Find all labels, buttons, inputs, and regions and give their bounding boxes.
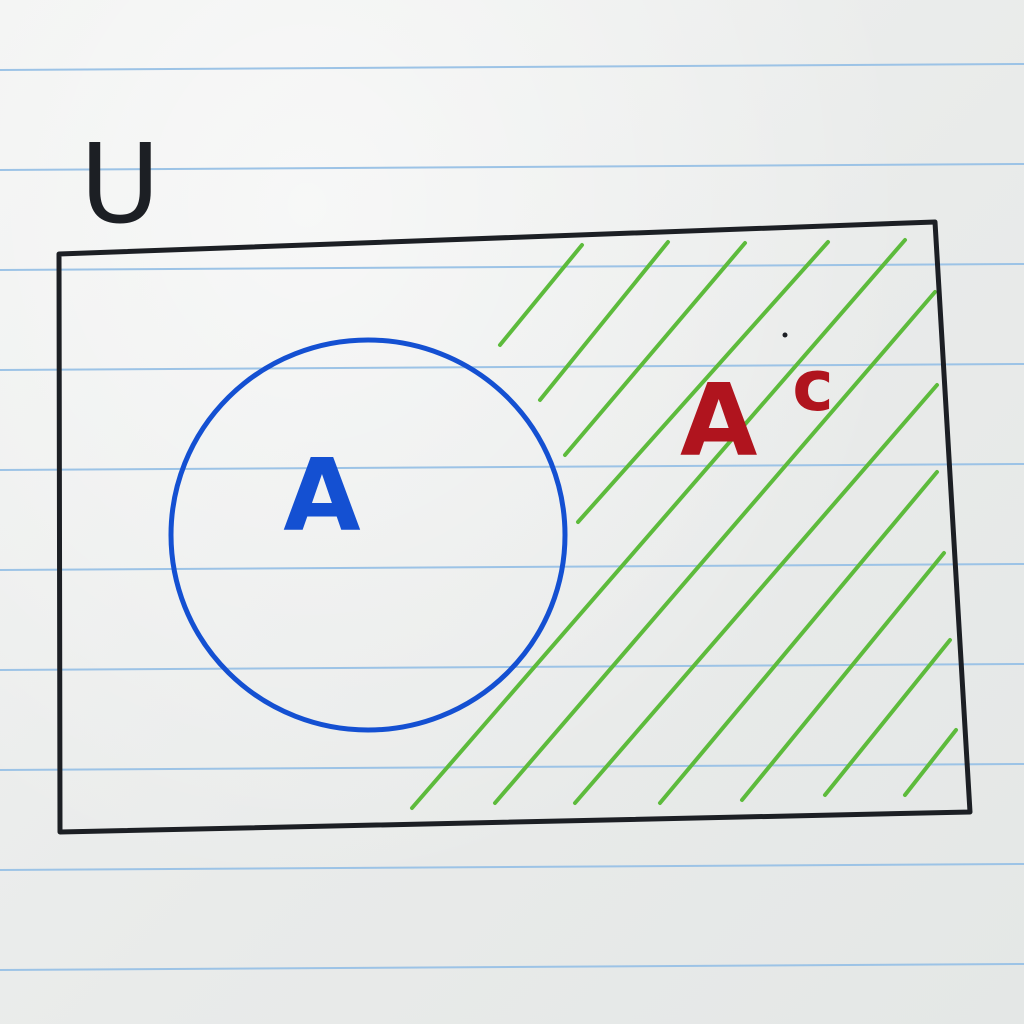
hatch-line bbox=[823, 638, 952, 797]
hatch-line bbox=[410, 238, 907, 810]
hatch-line bbox=[658, 470, 939, 805]
hatch-line bbox=[498, 243, 584, 347]
ruled-lines bbox=[0, 63, 1024, 971]
hatch-line bbox=[563, 241, 747, 457]
set-a-circle bbox=[168, 337, 568, 733]
ruled-line bbox=[0, 763, 1024, 771]
set-a-label: A bbox=[283, 437, 360, 554]
hatch-line bbox=[538, 240, 670, 402]
hatch-line bbox=[493, 290, 937, 805]
hatch-line bbox=[576, 240, 830, 524]
pen-dot bbox=[782, 332, 788, 338]
ruled-line bbox=[0, 863, 1024, 871]
hatch-line bbox=[573, 383, 939, 805]
complement-label: A c bbox=[680, 345, 834, 479]
ruled-line bbox=[0, 963, 1024, 971]
complement-hatch-region bbox=[410, 238, 958, 810]
universe-label: U bbox=[80, 120, 161, 248]
ruled-line bbox=[0, 363, 1024, 371]
hatch-lines bbox=[410, 238, 958, 810]
hatch-line bbox=[903, 728, 958, 797]
ruled-line bbox=[0, 263, 1024, 271]
ruled-line bbox=[0, 63, 1024, 71]
complement-label-superscript: c bbox=[792, 345, 834, 427]
ruled-line bbox=[0, 463, 1024, 471]
hatch-line bbox=[740, 551, 946, 802]
ruled-line bbox=[0, 163, 1024, 171]
complement-label-base: A bbox=[680, 362, 757, 479]
universe-rectangle bbox=[56, 219, 973, 835]
ruled-line bbox=[0, 563, 1024, 571]
